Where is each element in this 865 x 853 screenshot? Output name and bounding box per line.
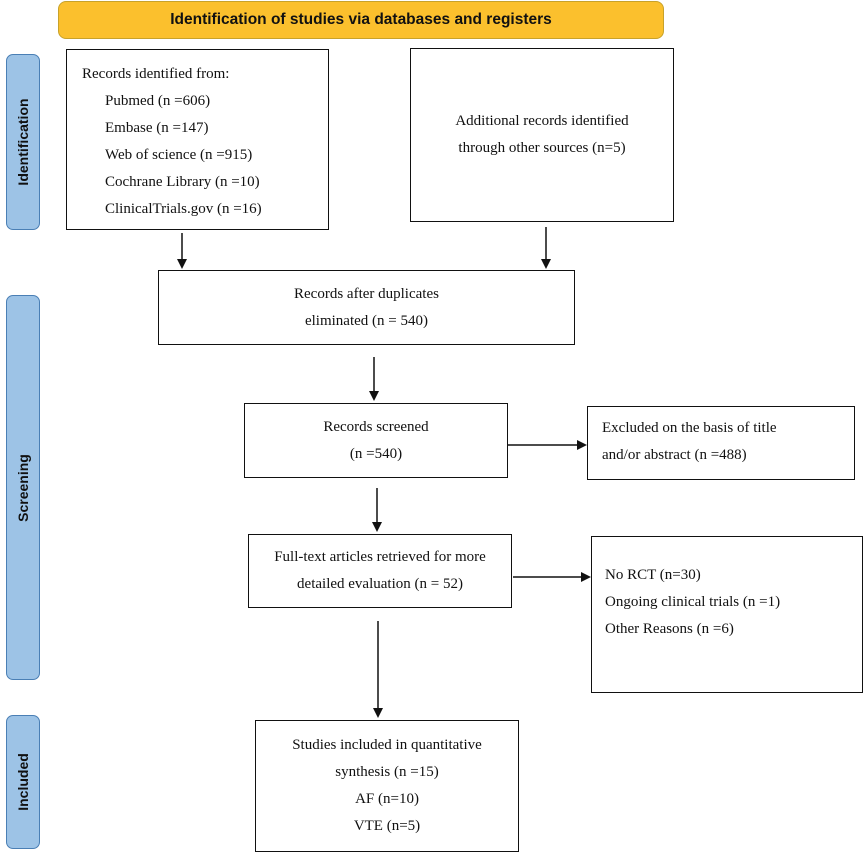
header-banner: Identification of studies via databases … (58, 1, 664, 39)
phase-included: Included (6, 715, 40, 849)
after-duplicates-line: eliminated (n = 540) (304, 312, 428, 329)
after-duplicates-line: Records after duplicates (294, 285, 439, 302)
exclusion-reason: No RCT (n=30) (605, 567, 701, 583)
excluded-title-line: Excluded on the basis of title (602, 420, 777, 436)
excluded-title-line: and/or abstract (n =488) (602, 447, 747, 463)
records-identified-box: Records identified from: Pubmed (n =606)… (66, 49, 329, 230)
additional-records-line: Additional records identified (455, 113, 629, 129)
exclusion-reason: Ongoing clinical trials (n =1) (605, 594, 781, 610)
source-list: Pubmed (n =606) Embase (n =147) Web of s… (82, 88, 328, 223)
excluded-full-text-box: No RCT (n=30) Ongoing clinical trials (n… (591, 536, 863, 693)
header-title: Identification of studies via databases … (170, 11, 552, 28)
full-text-box: Full-text articles retrieved for more de… (248, 534, 512, 608)
phase-identification: Identification (6, 54, 40, 230)
additional-records-box: Additional records identified through ot… (410, 48, 674, 222)
records-screened-line: (n =540) (349, 445, 403, 462)
source-item: Web of science (n =915) (105, 147, 253, 163)
exclusion-reason: Other Reasons (n =6) (605, 621, 734, 637)
included-line: VTE (n=5) (353, 818, 421, 834)
records-screened-line: Records screened (323, 418, 429, 435)
included-line: synthesis (n =15) (335, 764, 439, 780)
records-identified-title: Records identified from: (82, 66, 230, 82)
full-text-line: Full-text articles retrieved for more (274, 549, 486, 565)
included-box: Studies included in quantitative synthes… (255, 720, 519, 852)
full-text-line: detailed evaluation (n = 52) (297, 576, 463, 592)
source-item: ClinicalTrials.gov (n =16) (105, 201, 262, 217)
included-line: Studies included in quantitative (292, 737, 482, 753)
records-screened-box: Records screened (n =540) (244, 403, 508, 478)
source-item: Pubmed (n =606) (105, 93, 211, 109)
additional-records-line: through other sources (n=5) (458, 140, 626, 156)
excluded-title-box: Excluded on the basis of title and/or ab… (587, 406, 855, 480)
after-duplicates-box: Records after duplicates eliminated (n =… (158, 270, 575, 345)
phase-screening: Screening (6, 295, 40, 680)
source-item: Embase (n =147) (105, 120, 209, 136)
source-item: Cochrane Library (n =10) (105, 174, 260, 190)
included-line: AF (n=10) (355, 791, 419, 807)
